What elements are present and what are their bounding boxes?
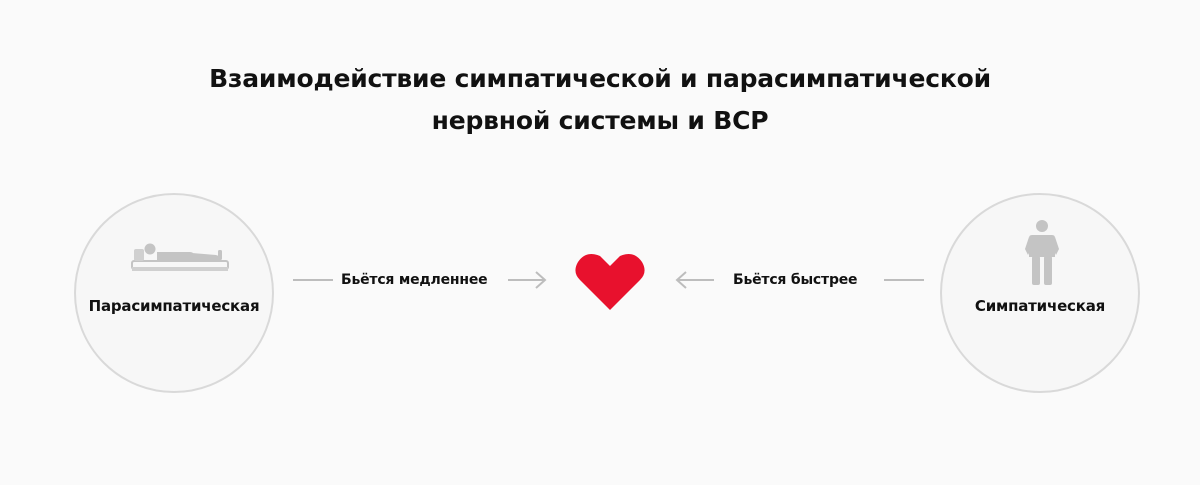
lying-person-icon: [130, 239, 230, 275]
parasympathetic-label: Парасимпатическая: [88, 297, 260, 315]
heart-icon: [570, 248, 650, 314]
right-connector-line: [884, 270, 924, 290]
left-connector-line: [293, 270, 333, 290]
sympathetic-circle: Симпатическая: [940, 193, 1140, 393]
title-line-2: нервной системы и ВСР: [431, 106, 769, 135]
right-connector-label: Бьётся быстрее: [733, 272, 858, 288]
diagram-title: Взаимодействие симпатической и парасимпа…: [0, 58, 1200, 142]
left-connector-label: Бьётся медленнее: [341, 272, 488, 288]
sympathetic-label: Симпатическая: [974, 297, 1106, 315]
left-arrow: [508, 270, 548, 290]
title-line-1: Взаимодействие симпатической и парасимпа…: [209, 64, 991, 93]
right-arrow: [674, 270, 714, 290]
standing-person-icon: [1022, 219, 1062, 287]
parasympathetic-circle: Парасимпатическая: [74, 193, 274, 393]
